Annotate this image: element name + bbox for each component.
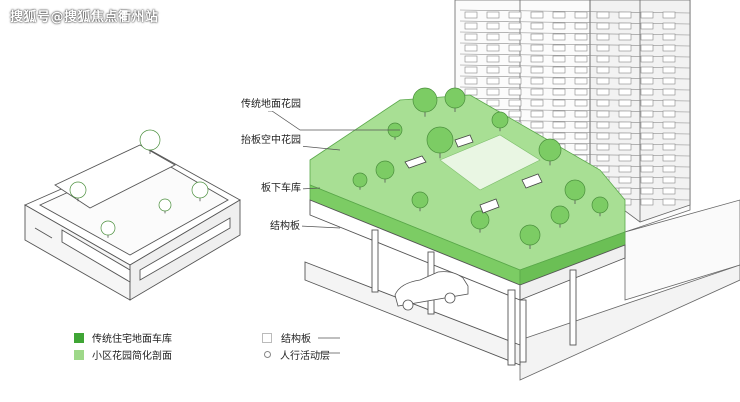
tree-icon — [550, 205, 570, 225]
dot-icon — [264, 351, 271, 358]
tree-icon — [564, 179, 586, 201]
callout-raised-garden: 抬板空中花园 — [239, 134, 303, 147]
legend-label: 传统住宅地面车库 — [92, 334, 172, 345]
raised-garden-section — [304, 87, 626, 366]
legend-item-garage: 传统住宅地面车库 — [74, 330, 172, 345]
garage-volume — [304, 261, 521, 366]
tree-icon — [158, 198, 172, 212]
tree-icon — [538, 138, 562, 162]
tree-icon — [519, 224, 541, 246]
callout-garage-under-slab: 板下车库 — [259, 182, 303, 195]
callout-traditional-garden: 传统地面花园 — [239, 98, 303, 111]
tree-icon — [100, 220, 116, 236]
legend-label: 小区花园简化剖面 — [92, 351, 172, 362]
car — [394, 271, 469, 311]
tree-icon — [591, 196, 609, 214]
tree-icon — [470, 210, 490, 230]
legend-label: 人行活动层 — [280, 351, 330, 362]
traditional-building — [24, 129, 241, 301]
legend-item-pedestrian: 人行活动层 — [262, 347, 330, 362]
tree-icon — [69, 181, 87, 199]
tree-icon — [375, 160, 395, 180]
podium-base — [519, 199, 740, 381]
tree-icon — [426, 126, 454, 154]
legend-label: 结构板 — [281, 334, 311, 345]
tree-icon — [412, 87, 438, 113]
callout-structural-slab: 结构板 — [268, 220, 302, 233]
legend-item-slab: 结构板 — [262, 330, 311, 345]
tree-icon — [491, 111, 509, 129]
tree-icon — [444, 87, 466, 109]
dark-green-swatch — [74, 332, 84, 343]
tree-icon — [191, 181, 209, 199]
tree-icon — [352, 172, 368, 188]
hollow-swatch — [262, 332, 272, 343]
legend-item-garden: 小区花园简化剖面 — [74, 347, 172, 362]
tree-icon — [411, 191, 429, 209]
tree-icon — [139, 129, 161, 151]
light-green-swatch — [74, 349, 84, 360]
watermark: 搜狐号@搜狐焦点衢州站 — [10, 10, 159, 25]
